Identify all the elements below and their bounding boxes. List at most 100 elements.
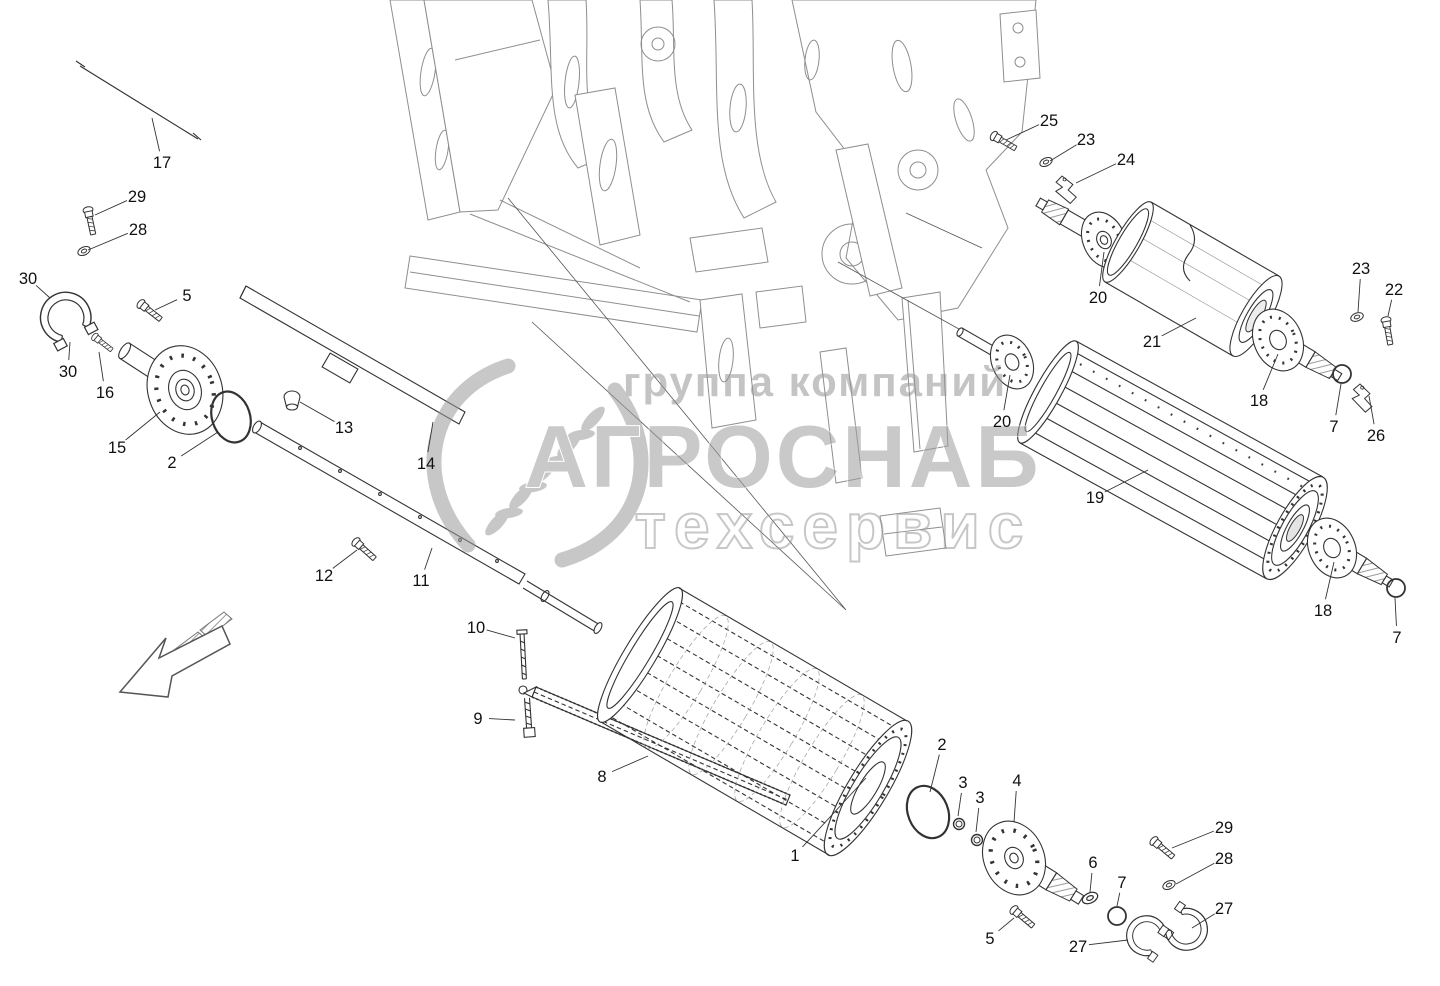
part-knife-bar-8 <box>522 685 791 806</box>
callout-15: 15 <box>108 439 126 457</box>
leader-line-13 <box>299 401 335 422</box>
leader-line-30 <box>35 285 51 299</box>
callout-2: 2 <box>167 454 176 472</box>
leader-line-11 <box>424 547 433 570</box>
ring-6 <box>1079 889 1101 907</box>
oring-7b <box>1386 578 1406 598</box>
leader-line-2 <box>929 754 940 793</box>
part-hub-20-lower <box>956 327 1035 390</box>
watermark-logo <box>426 358 649 568</box>
part-flange-15 <box>118 342 224 435</box>
callout-7: 7 <box>1329 418 1338 436</box>
watermark-line1: группа компаний <box>623 358 1007 405</box>
bolt-5-bottom <box>1007 903 1037 931</box>
ring-3a <box>952 817 966 831</box>
leader-line-28 <box>87 232 129 251</box>
leader-line-3 <box>957 792 962 817</box>
callout-19: 19 <box>1086 489 1104 507</box>
callout-18: 18 <box>1314 602 1332 620</box>
callout-28: 28 <box>129 221 147 239</box>
leader-line-7 <box>1394 597 1397 627</box>
callout-6: 6 <box>1088 854 1097 872</box>
callout-16: 16 <box>96 384 114 402</box>
part-tube-14 <box>239 285 466 425</box>
callout-23: 23 <box>1352 260 1370 278</box>
arrow-outline <box>118 624 231 698</box>
leader-line-27 <box>1088 939 1129 946</box>
callout-29: 29 <box>1215 819 1233 837</box>
callout-7: 7 <box>1117 874 1126 892</box>
callout-8: 8 <box>597 768 606 786</box>
leader-line-10 <box>486 629 516 639</box>
bolt-5 <box>134 297 165 324</box>
leader-line-1 <box>802 777 867 848</box>
leader-line-18 <box>1325 561 1335 600</box>
part-rod-17 <box>75 60 202 141</box>
part-drum-1 <box>597 587 913 857</box>
leader-line-16 <box>98 351 104 382</box>
callout-3: 3 <box>975 789 984 807</box>
callout-9: 9 <box>473 710 482 728</box>
oring-7-bottom <box>1107 906 1127 926</box>
callout-28: 28 <box>1215 850 1233 868</box>
bolt-9 <box>523 697 536 738</box>
ring-3b <box>970 833 984 847</box>
washer-28 <box>75 244 93 258</box>
leader-line-27 <box>1191 913 1215 929</box>
oring-2-left <box>210 390 252 444</box>
part-hub-18-upper <box>1251 308 1343 382</box>
leader-line-22 <box>1387 299 1393 317</box>
leader-line-6 <box>1089 872 1093 893</box>
leader-line-24 <box>1075 163 1117 184</box>
leader-line-18 <box>1262 353 1279 391</box>
callout-27: 27 <box>1215 900 1233 918</box>
callout-29: 29 <box>128 188 146 206</box>
pointer-lines <box>507 197 987 611</box>
callout-30: 30 <box>19 270 37 288</box>
watermark-line3: техсервис <box>635 490 1032 562</box>
machine-frame-outline <box>389 0 1041 611</box>
bracket-24 <box>1052 174 1080 205</box>
callout-20: 20 <box>1089 289 1107 307</box>
leader-line-14 <box>427 421 434 453</box>
callout-30: 30 <box>59 363 77 381</box>
callout-22: 22 <box>1385 281 1403 299</box>
clamp-30 <box>30 282 101 353</box>
leader-line-30 <box>68 341 71 361</box>
callout-18: 18 <box>1250 392 1268 410</box>
leader-line-28 <box>1175 862 1215 885</box>
leader-line-25 <box>1005 124 1040 141</box>
callout-12: 12 <box>315 567 333 585</box>
leader-line-15 <box>125 411 161 441</box>
washer-23a <box>1037 155 1055 169</box>
leader-line-21 <box>1161 317 1197 337</box>
part-hub-4 <box>981 820 1085 905</box>
leader-line-8 <box>611 755 649 773</box>
leader-line-9 <box>488 718 516 721</box>
bolt-10 <box>516 629 528 680</box>
callout-25: 25 <box>1040 112 1058 130</box>
direction-arrow <box>118 611 233 698</box>
leader-line-29 <box>1171 830 1214 849</box>
part-sleeve-21 <box>1102 201 1283 357</box>
part-cap-13 <box>283 390 301 411</box>
callout-1: 1 <box>790 847 799 865</box>
bolt-29 <box>81 205 99 236</box>
bolt-16 <box>89 331 115 354</box>
callout-5: 5 <box>182 287 191 305</box>
clamp-27b <box>1156 899 1217 960</box>
leader-line-12 <box>332 549 358 569</box>
callout-24: 24 <box>1117 151 1135 169</box>
leader-line-2 <box>180 431 219 457</box>
part-hub-18-lower <box>1306 517 1394 588</box>
callout-11: 11 <box>412 572 429 590</box>
leader-line-20 <box>1003 374 1011 411</box>
part-drum-19 <box>1017 340 1328 581</box>
leader-line-7 <box>1116 892 1121 907</box>
leader-line-29 <box>94 200 128 216</box>
leader-line-17 <box>151 117 161 152</box>
leader-line-3 <box>975 807 980 833</box>
oring-2-bottom <box>905 784 951 840</box>
ring-9 <box>518 685 528 695</box>
